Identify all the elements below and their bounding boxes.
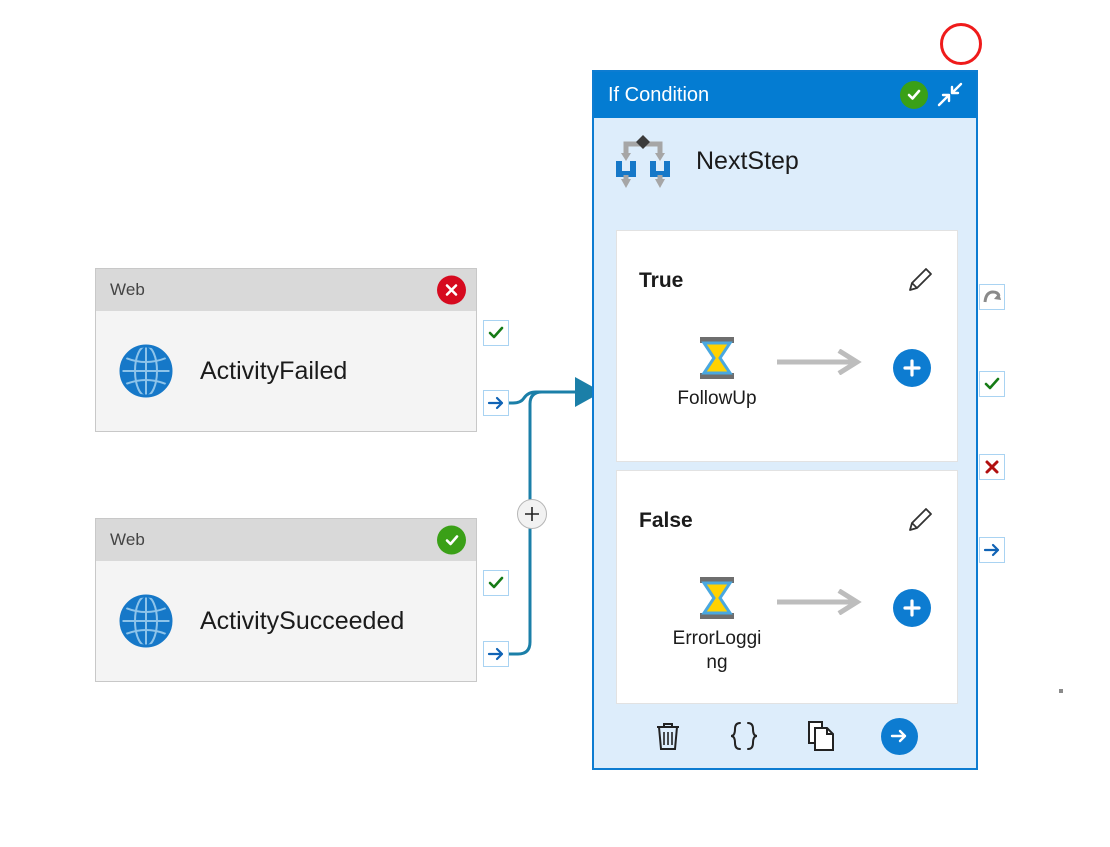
scope-header: If Condition xyxy=(594,72,976,118)
plus-icon xyxy=(903,359,921,377)
activity-card-activitysucceeded[interactable]: Web ActivitySucceeded xyxy=(95,518,477,682)
scope-step-name: NextStep xyxy=(696,146,799,175)
add-activity-button-true[interactable] xyxy=(893,349,931,387)
add-activity-button-false[interactable] xyxy=(893,589,931,627)
port-skipped-ifcondition[interactable] xyxy=(979,284,1005,310)
copy-icon xyxy=(807,721,834,751)
branch-label-true: True xyxy=(639,269,684,292)
add-edge-node[interactable] xyxy=(517,499,547,529)
check-icon xyxy=(488,576,504,589)
branch-panel-true[interactable]: True FollowUp xyxy=(616,230,958,462)
port-next-activitysucceeded[interactable] xyxy=(483,641,509,667)
branch-flow-false: ErrorLogging xyxy=(617,575,957,675)
retry-arrow-icon xyxy=(983,289,1001,302)
activity-card-body: ActivityFailed xyxy=(96,311,476,431)
arrow-right-circle-icon xyxy=(890,729,907,743)
plus-icon xyxy=(903,599,921,617)
go-button[interactable] xyxy=(880,717,918,755)
delete-button[interactable] xyxy=(653,720,683,752)
activity-name-label: ActivityFailed xyxy=(200,356,348,385)
activity-type-label: Web xyxy=(110,280,145,299)
pencil-icon[interactable] xyxy=(905,265,935,295)
activity-card-activityfailed[interactable]: Web ActivityFailed xyxy=(95,268,477,432)
check-icon xyxy=(984,377,1000,390)
activity-name-label: ActivitySucceeded xyxy=(200,606,405,635)
arrow-right-icon xyxy=(983,543,1000,557)
port-success-ifcondition[interactable] xyxy=(979,371,1005,397)
arrow-right-icon xyxy=(487,647,504,661)
check-icon xyxy=(488,326,504,339)
branch-panel-false[interactable]: False ErrorLogging xyxy=(616,470,958,704)
branch-activity-label-false: ErrorLogging xyxy=(672,628,762,673)
branch-label-false: False xyxy=(639,509,693,532)
if-condition-scope-card[interactable]: If Condition xyxy=(592,70,978,770)
hourglass-icon xyxy=(700,337,734,379)
port-completion-ifcondition[interactable] xyxy=(979,537,1005,563)
port-failure-ifcondition[interactable] xyxy=(979,454,1005,480)
canvas-speck xyxy=(1059,689,1063,693)
if-condition-branch-icon xyxy=(616,135,670,188)
arrow-right-icon xyxy=(777,349,862,375)
activity-type-label: Web xyxy=(110,530,145,549)
hourglass-icon xyxy=(700,577,734,619)
branch-activity-true[interactable]: FollowUp xyxy=(657,335,777,411)
port-success-activitysucceeded[interactable] xyxy=(483,570,509,596)
port-next-activityfailed[interactable] xyxy=(483,390,509,416)
trash-icon xyxy=(656,723,679,750)
expand-collapse-arrows-icon[interactable] xyxy=(934,79,966,111)
duplicate-button[interactable] xyxy=(805,719,837,753)
cross-icon xyxy=(985,460,999,474)
activity-card-header: Web xyxy=(96,519,476,561)
activity-card-body: ActivitySucceeded xyxy=(96,561,476,681)
status-badge-success xyxy=(437,525,466,555)
port-success-activityfailed[interactable] xyxy=(483,320,509,346)
check-icon xyxy=(445,534,458,545)
scope-toolbar xyxy=(596,706,974,766)
scope-header-icons xyxy=(900,72,966,118)
globe-icon xyxy=(119,344,173,398)
scope-title: If Condition xyxy=(608,83,710,106)
globe-icon xyxy=(119,594,173,648)
branch-flow-true: FollowUp xyxy=(617,335,957,411)
curly-braces-icon xyxy=(730,722,757,750)
arrow-right-icon xyxy=(487,396,504,410)
cross-icon xyxy=(445,284,458,296)
scope-step-row: NextStep xyxy=(594,118,976,204)
scope-status-badge-success xyxy=(900,81,928,109)
branch-activity-false[interactable]: ErrorLogging xyxy=(657,575,777,675)
red-circle-highlight xyxy=(940,23,982,65)
plus-icon xyxy=(525,507,539,521)
activity-card-header: Web xyxy=(96,269,476,311)
status-badge-error xyxy=(437,275,466,305)
branch-activity-label-true: FollowUp xyxy=(677,388,757,409)
check-circle-icon xyxy=(907,89,921,100)
expression-button[interactable] xyxy=(727,719,761,753)
arrow-right-icon xyxy=(777,589,862,615)
pencil-icon[interactable] xyxy=(905,505,935,535)
